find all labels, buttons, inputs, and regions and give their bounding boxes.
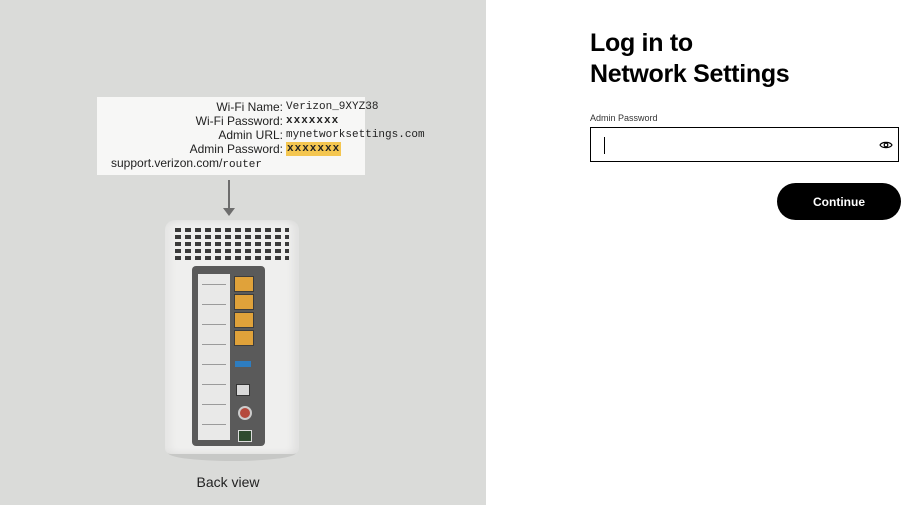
ethernet-port	[234, 276, 254, 292]
page-title: Log in to Network Settings	[590, 28, 790, 90]
admin-password-row: Admin Password: xxxxxxx	[97, 142, 365, 156]
ethernet-port	[234, 294, 254, 310]
wifi-password-key: Wi-Fi Password:	[195, 114, 283, 128]
text-caret	[604, 137, 605, 154]
wan-port	[236, 384, 250, 396]
admin-password-label: Admin Password	[590, 113, 658, 123]
admin-password-value: xxxxxxx	[286, 142, 342, 156]
router-image	[165, 220, 299, 454]
admin-password-key: Admin Password:	[189, 142, 283, 156]
arrow-down-icon	[228, 180, 230, 210]
arrow-head-icon	[223, 208, 235, 216]
support-url-suffix: router	[222, 159, 262, 171]
admin-url-row: Admin URL: mynetworksettings.com	[97, 128, 424, 142]
router-vent	[175, 235, 289, 239]
eye-icon[interactable]	[879, 139, 893, 151]
ethernet-port	[234, 312, 254, 328]
power-port	[238, 430, 252, 442]
wifi-name-key: Wi-Fi Name:	[216, 100, 283, 114]
router-illustration-panel: Wi-Fi Name: Verizon_9XYZ38 Wi-Fi Passwor…	[0, 0, 486, 505]
wifi-password-row: Wi-Fi Password: xxxxxxx	[97, 114, 365, 128]
admin-password-input[interactable]	[590, 127, 899, 162]
ethernet-port	[234, 330, 254, 346]
admin-url-value: mynetworksettings.com	[286, 129, 425, 141]
router-label-card: Wi-Fi Name: Verizon_9XYZ38 Wi-Fi Passwor…	[97, 97, 425, 175]
wifi-name-value: Verizon_9XYZ38	[286, 101, 379, 113]
wifi-name-row: Wi-Fi Name: Verizon_9XYZ38	[97, 100, 378, 114]
admin-url-key: Admin URL:	[218, 128, 283, 142]
continue-button[interactable]: Continue	[777, 183, 901, 220]
router-vent	[175, 256, 289, 260]
image-caption: Back view	[196, 474, 260, 490]
title-line-1: Log in to	[590, 29, 693, 57]
router-sticker	[198, 274, 230, 440]
usb-port	[235, 361, 251, 367]
wifi-password-value: xxxxxxx	[286, 115, 340, 127]
router-vent	[175, 242, 289, 246]
coax-port	[238, 406, 252, 420]
router-back-panel	[192, 266, 265, 446]
title-line-2: Network Settings	[590, 60, 790, 88]
support-url-prefix: support.verizon.com/	[111, 156, 223, 170]
router-vent	[175, 228, 289, 232]
router-vent	[175, 249, 289, 253]
support-url: support.verizon.com/router	[111, 156, 262, 172]
support-url-row: support.verizon.com/router	[97, 156, 379, 172]
